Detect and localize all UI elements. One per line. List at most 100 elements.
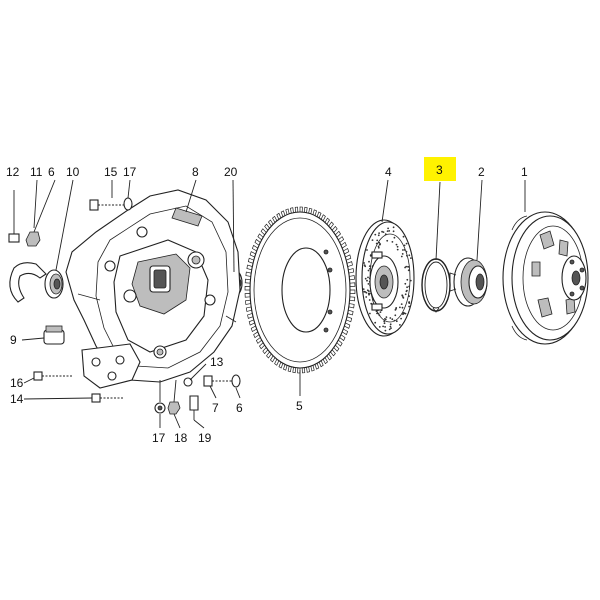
- gear-tooth: [349, 282, 356, 287]
- friction-dot: [405, 290, 408, 293]
- friction-dot: [382, 325, 384, 328]
- friction-dot: [376, 239, 379, 242]
- friction-dot: [401, 295, 404, 297]
- label-13: 13: [210, 355, 224, 369]
- part-19-fitting[interactable]: [189, 395, 199, 420]
- label-17-bottom: 17: [152, 431, 166, 445]
- friction-dot: [369, 312, 371, 315]
- friction-dot: [402, 235, 405, 238]
- label-1: 1: [521, 165, 528, 179]
- friction-dot: [402, 297, 405, 299]
- friction-dot: [405, 250, 408, 253]
- friction-dot: [378, 232, 380, 235]
- part-11-nut[interactable]: [25, 231, 41, 247]
- friction-dot: [389, 317, 392, 319]
- friction-dot: [404, 282, 407, 285]
- friction-dot: [366, 279, 368, 282]
- gear-tooth: [349, 289, 356, 294]
- friction-dot: [395, 320, 398, 323]
- friction-dot: [384, 329, 387, 332]
- leader-lines: [21, 179, 526, 429]
- friction-dot: [369, 267, 371, 270]
- friction-dot: [368, 265, 371, 267]
- part-bracket[interactable]: [81, 343, 141, 389]
- gear-tooth: [244, 286, 251, 291]
- part-10-seal[interactable]: [44, 269, 64, 299]
- part-2-release-bearing[interactable]: [449, 257, 488, 307]
- part-4-clutch-disc[interactable]: [355, 219, 415, 337]
- gear-tooth: [299, 206, 303, 213]
- label-9: 9: [10, 333, 17, 347]
- friction-dot: [409, 279, 412, 282]
- friction-dot: [383, 320, 386, 323]
- friction-dot: [378, 314, 381, 317]
- friction-dot: [408, 266, 410, 268]
- friction-dot: [388, 230, 391, 232]
- part-8-bellhousing[interactable]: [65, 189, 241, 383]
- friction-dot: [403, 249, 406, 251]
- friction-dot: [404, 312, 407, 315]
- friction-dot: [400, 255, 403, 258]
- friction-dot: [378, 241, 381, 244]
- gear-tooth: [244, 278, 251, 284]
- label-20: 20: [224, 165, 238, 179]
- friction-dot: [393, 236, 396, 239]
- friction-dot: [406, 286, 408, 289]
- friction-dot: [389, 325, 392, 328]
- label-8: 8: [192, 165, 199, 179]
- part-16-bolt[interactable]: [33, 371, 72, 381]
- label-4: 4: [385, 165, 392, 179]
- label-10: 10: [66, 165, 80, 179]
- label-11: 11: [30, 165, 43, 179]
- part-17-washer-bottom[interactable]: [154, 402, 166, 414]
- part-5-flywheel[interactable]: [244, 206, 356, 374]
- friction-dot: [374, 321, 377, 324]
- friction-dot: [402, 249, 404, 251]
- friction-dot: [404, 293, 407, 296]
- label-7: 7: [212, 401, 219, 415]
- part-18-nut[interactable]: [167, 401, 181, 415]
- friction-dot: [400, 303, 403, 305]
- friction-dot: [376, 312, 378, 315]
- friction-dot: [408, 285, 410, 288]
- friction-dot: [392, 230, 395, 233]
- gear-tooth: [301, 367, 306, 374]
- friction-dot: [395, 243, 398, 246]
- friction-dot: [386, 239, 389, 242]
- part-1-pressure-plate[interactable]: [502, 211, 589, 345]
- part-17-washer-top[interactable]: [123, 197, 133, 211]
- friction-dot: [391, 241, 394, 243]
- friction-dot: [362, 288, 365, 290]
- part-15-bolt[interactable]: [89, 199, 124, 211]
- friction-dot: [382, 231, 385, 234]
- friction-dot: [401, 306, 404, 309]
- label-19: 19: [198, 431, 212, 445]
- friction-dot: [399, 306, 401, 309]
- friction-dot: [377, 234, 380, 237]
- friction-dot: [377, 246, 380, 249]
- highlight-box-part-3: [424, 157, 456, 181]
- friction-dot: [403, 244, 406, 247]
- friction-dot: [396, 245, 399, 248]
- friction-dot: [374, 233, 377, 236]
- part-6-washer-lower[interactable]: [231, 374, 241, 388]
- friction-dot: [396, 248, 399, 251]
- part-12-bolt[interactable]: [8, 190, 20, 243]
- friction-dot: [400, 317, 402, 320]
- friction-dot: [371, 239, 374, 242]
- friction-dot: [408, 305, 410, 308]
- friction-dot: [408, 254, 411, 257]
- part-9-plug[interactable]: [43, 325, 65, 345]
- part-14-bolt[interactable]: [91, 393, 124, 403]
- gear-tooth: [294, 206, 299, 213]
- friction-dot: [365, 291, 368, 294]
- part-7-bolt[interactable]: [203, 375, 232, 387]
- friction-dot: [363, 264, 366, 266]
- part-3-snap-ring[interactable]: [421, 258, 451, 313]
- friction-dot: [408, 301, 411, 303]
- label-17-top: 17: [123, 165, 137, 179]
- friction-dot: [407, 269, 410, 272]
- part-fork-plate[interactable]: [9, 262, 47, 303]
- friction-dot: [368, 260, 370, 263]
